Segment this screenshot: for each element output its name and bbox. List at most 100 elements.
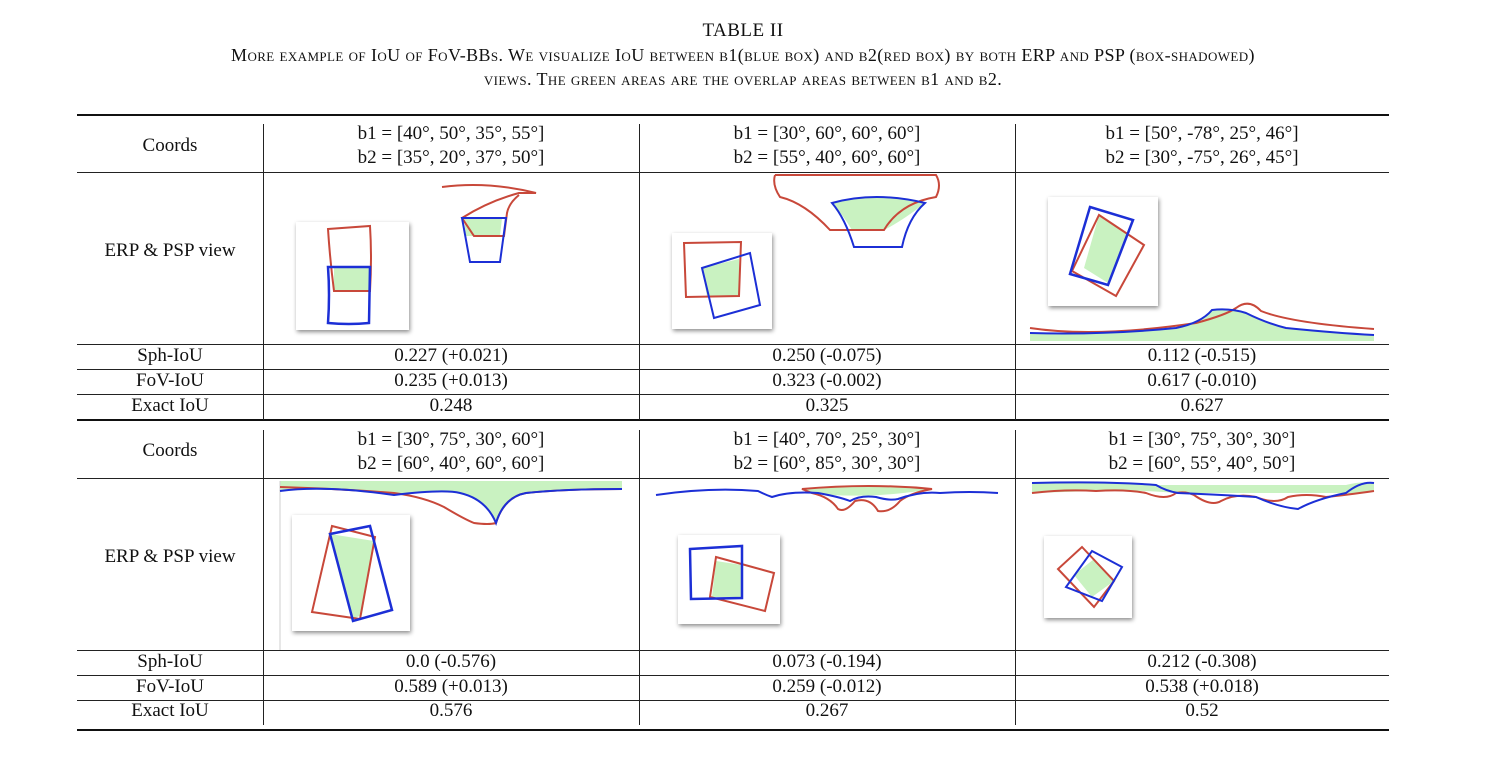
psp-view: [1048, 197, 1158, 306]
coords-b1: b1 = [50°, -78°, 25°, 46°]: [1105, 123, 1299, 144]
column-divider: [639, 124, 640, 420]
b1-box: [279, 487, 623, 526]
rule: [77, 700, 1389, 701]
table-caption-line-1: More example of IoU of FoV-BBs. We visua…: [231, 45, 1255, 65]
coords-b2: b2 = [60°, 55°, 40°, 50°]: [1108, 453, 1296, 474]
erp-view: [773, 174, 940, 248]
coords-b2: b2 = [60°, 85°, 30°, 30°]: [733, 453, 921, 474]
b1-box: [655, 488, 999, 503]
sph-iou-value: 0.227 (+0.021): [394, 345, 508, 366]
row-label-fov-iou: FoV-IoU: [136, 676, 204, 697]
row-label-sph-iou: Sph-IoU: [137, 651, 203, 672]
erp-psp-figure: [655, 485, 999, 624]
row-label-coords: Coords: [142, 440, 198, 461]
erp-psp-figure: [296, 184, 537, 330]
row-label-exact-iou: Exact IoU: [131, 395, 209, 416]
coords-b1: b1 = [30°, 60°, 60°, 60°]: [733, 123, 921, 144]
rule: [77, 675, 1389, 676]
coords-b2: b2 = [55°, 40°, 60°, 60°]: [733, 147, 921, 168]
coords-b2: b2 = [60°, 40°, 60°, 60°]: [357, 453, 545, 474]
erp-view: [1031, 481, 1375, 511]
exact-iou-value: 0.52: [1185, 700, 1219, 721]
column-divider: [263, 124, 264, 420]
column-divider: [1015, 124, 1016, 420]
exact-iou-value: 0.576: [429, 700, 473, 721]
b1-box: [700, 251, 762, 320]
fov-iou-value: 0.617 (-0.010): [1147, 370, 1257, 391]
rule: [77, 650, 1389, 651]
table-caption-line-2: views. The green areas are the overlap a…: [483, 69, 1003, 89]
psp-view: [292, 515, 410, 631]
rule: [77, 344, 1389, 345]
overlap-area: [832, 197, 925, 230]
coords-b2: b2 = [30°, -75°, 26°, 45°]: [1105, 147, 1299, 168]
overlap-area: [334, 267, 370, 291]
b1-box: [1064, 549, 1124, 603]
column-divider: [263, 430, 264, 725]
row-label-view: ERP & PSP view: [104, 240, 236, 261]
b1-box: [460, 217, 508, 263]
row-label-coords: Coords: [142, 135, 198, 156]
coords-b1: b1 = [30°, 75°, 30°, 30°]: [1108, 429, 1296, 450]
erp-view: [655, 485, 999, 513]
overlap-area: [1074, 559, 1114, 597]
overlap-area: [1032, 482, 1374, 494]
row-label-view: ERP & PSP view: [104, 546, 236, 567]
bottom-rule: [77, 729, 1389, 731]
erp-view: [441, 184, 537, 263]
overlap-area: [1084, 215, 1128, 283]
sph-iou-value: 0.073 (-0.194): [772, 651, 882, 672]
overlap-area: [464, 218, 502, 236]
erp-psp-figure: [1031, 481, 1375, 618]
b1-box: [830, 196, 928, 248]
coords-b2: b2 = [35°, 20°, 37°, 50°]: [357, 147, 545, 168]
psp-view: [678, 535, 780, 624]
fov-iou-value: 0.589 (+0.013): [394, 676, 508, 697]
sph-iou-value: 0.0 (-0.576): [405, 651, 497, 672]
b2-box: [773, 174, 940, 231]
b2-box: [1070, 213, 1146, 298]
rule: [77, 478, 1389, 479]
sph-iou-value: 0.212 (-0.308): [1147, 651, 1257, 672]
erp-psp-figure: [1029, 197, 1375, 341]
rule: [77, 369, 1389, 370]
coords-b1: b1 = [40°, 70°, 25°, 30°]: [733, 429, 921, 450]
psp-view: [672, 233, 772, 329]
b2-box: [682, 240, 743, 299]
overlap-area: [802, 486, 932, 496]
b2-box: [441, 184, 537, 237]
psp-view: [296, 222, 409, 330]
b1-box: [688, 544, 744, 601]
overlap-area: [712, 561, 742, 597]
fov-iou-value: 0.259 (-0.012): [772, 676, 882, 697]
b2-box: [1031, 489, 1375, 504]
erp-psp-figure: [279, 481, 623, 650]
b1-box: [326, 265, 372, 326]
coords-b1: b1 = [40°, 50°, 35°, 55°]: [357, 123, 545, 144]
exact-iou-value: 0.325: [805, 395, 849, 416]
b1-box: [1068, 205, 1135, 287]
mid-rule: [77, 419, 1389, 421]
exact-iou-value: 0.627: [1180, 395, 1224, 416]
b1-box: [1029, 308, 1375, 336]
fov-iou-value: 0.323 (-0.002): [772, 370, 882, 391]
exact-iou-value: 0.267: [805, 700, 849, 721]
column-divider: [1015, 430, 1016, 725]
overlap-area: [1030, 309, 1374, 341]
column-divider: [639, 430, 640, 725]
erp-view: [279, 481, 623, 650]
erp-psp-figure: [672, 174, 940, 329]
row-label-sph-iou: Sph-IoU: [137, 345, 203, 366]
sph-iou-value: 0.250 (-0.075): [772, 345, 882, 366]
b2-box: [1056, 545, 1116, 609]
coords-b1: b1 = [30°, 75°, 30°, 60°]: [357, 429, 545, 450]
row-label-exact-iou: Exact IoU: [131, 700, 209, 721]
fov-iou-value: 0.538 (+0.018): [1145, 676, 1259, 697]
overlap-area: [702, 259, 739, 297]
rule: [77, 394, 1389, 395]
exact-iou-value: 0.248: [429, 395, 473, 416]
fov-iou-value: 0.235 (+0.013): [394, 370, 508, 391]
top-rule: [77, 114, 1389, 116]
b2-box: [708, 555, 776, 613]
b1-box: [328, 524, 394, 623]
